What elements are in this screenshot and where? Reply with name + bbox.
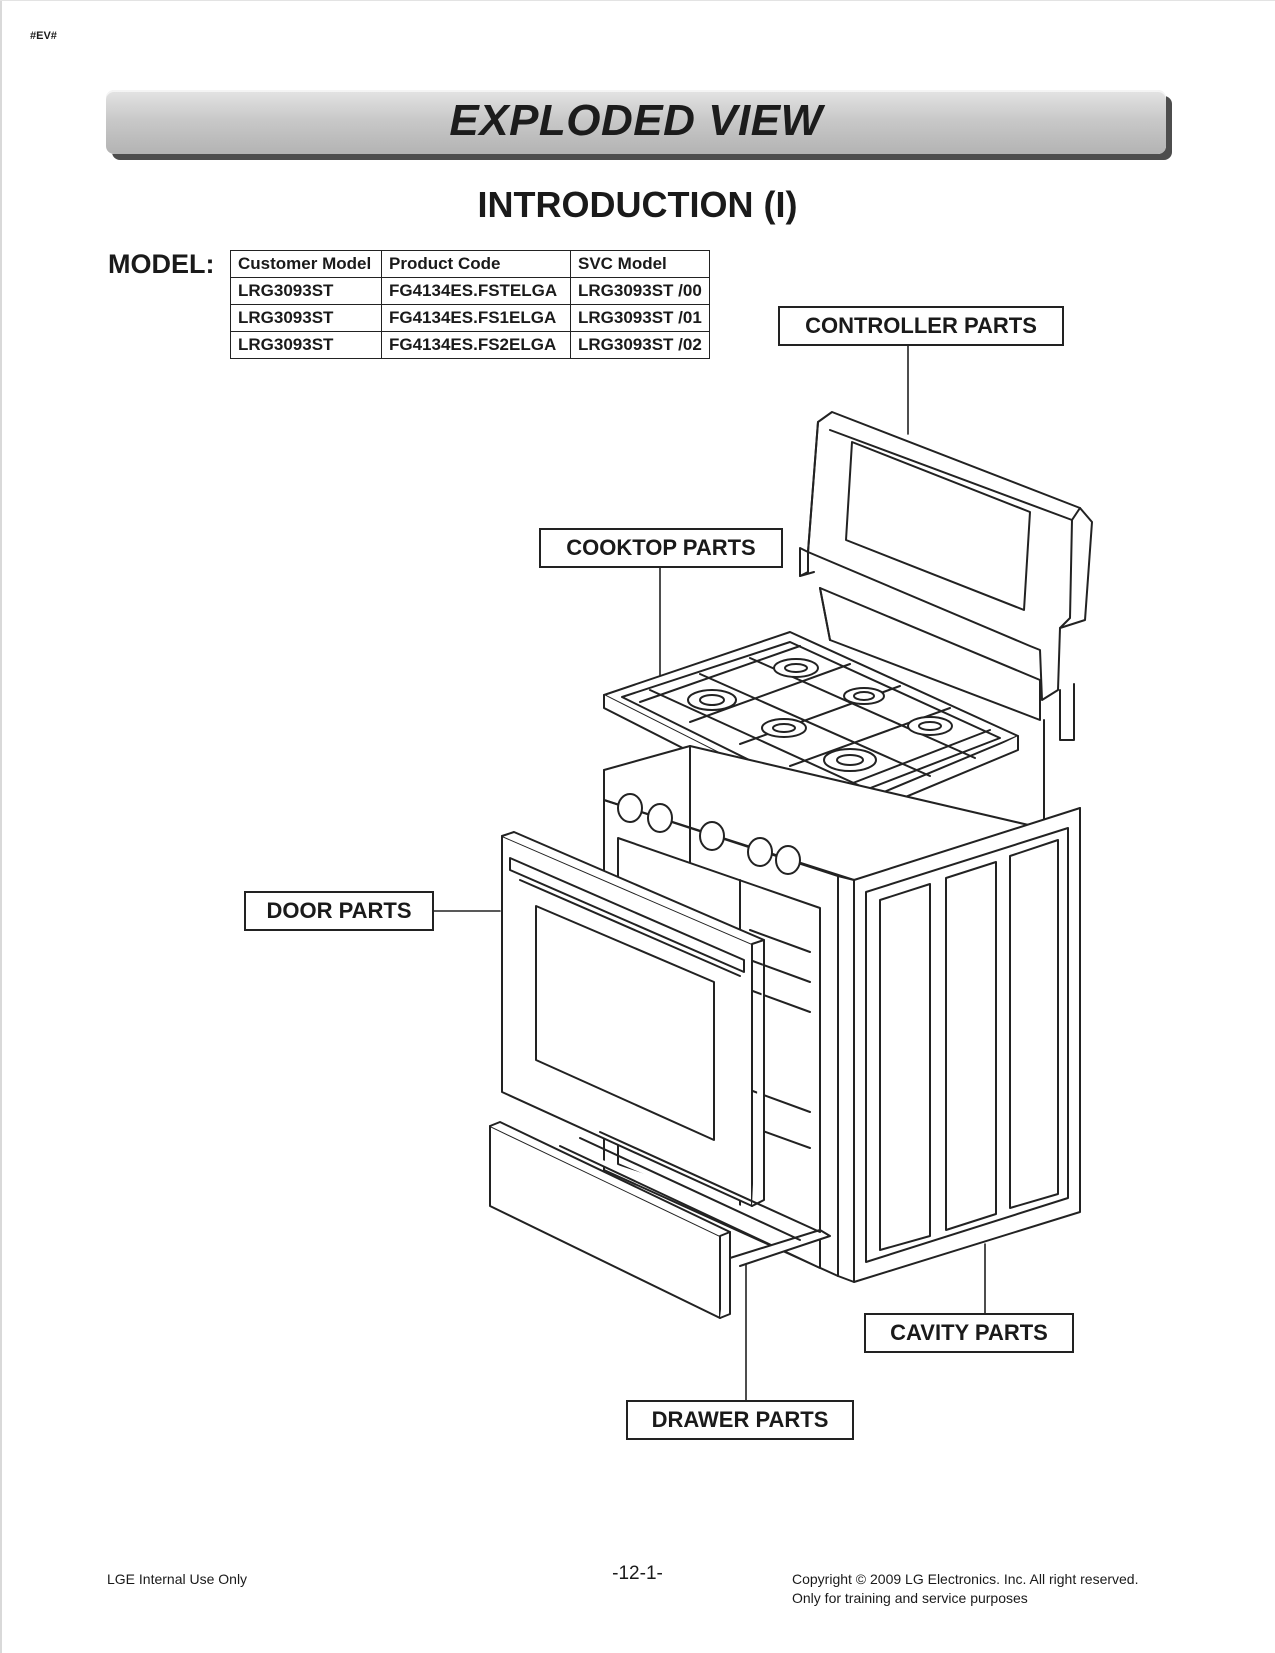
section-title: INTRODUCTION (I)	[477, 184, 798, 225]
table-row: LRG3093ST FG4134ES.FS1ELGA LRG3093ST /01	[230, 304, 710, 332]
table-cell: FG4134ES.FS2ELGA	[381, 331, 571, 359]
copyright-block: Copyright © 2009 LG Electronics. Inc. Al…	[792, 1570, 1138, 1608]
drawer-parts-callout: DRAWER PARTS	[626, 1400, 854, 1440]
column-header-customer-model: Customer Model	[230, 250, 382, 278]
table-cell: LRG3093ST	[230, 277, 382, 305]
table-cell: FG4134ES.FS1ELGA	[381, 304, 571, 332]
model-table-header-row: Customer Model Product Code SVC Model	[230, 250, 710, 278]
training-notice: Only for training and service purposes	[792, 1590, 1028, 1606]
table-row: LRG3093ST FG4134ES.FSTELGA LRG3093ST /00	[230, 277, 710, 305]
table-cell: LRG3093ST /02	[570, 331, 710, 359]
table-cell: LRG3093ST /01	[570, 304, 710, 332]
model-label: MODEL:	[108, 249, 215, 279]
oven-door	[501, 831, 765, 1207]
door-parts-callout: DOOR PARTS	[244, 891, 434, 931]
internal-use-notice: LGE Internal Use Only	[107, 1571, 248, 1587]
controller-parts-callout: CONTROLLER PARTS	[778, 306, 1064, 346]
controller-panel	[799, 411, 1093, 741]
cavity-body	[603, 719, 1081, 1283]
table-cell: LRG3093ST /00	[570, 277, 710, 305]
page-edge	[0, 0, 2, 1653]
table-row: LRG3093ST FG4134ES.FS2ELGA LRG3093ST /02	[230, 331, 710, 359]
model-table: Customer Model Product Code SVC Model LR…	[230, 250, 710, 359]
page-marker: #EV#	[30, 30, 57, 42]
column-header-product-code: Product Code	[381, 250, 571, 278]
cooktop-parts-callout: COOKTOP PARTS	[539, 528, 783, 568]
banner-title: EXPLODED VIEW	[449, 96, 823, 145]
storage-drawer	[489, 1121, 831, 1319]
copyright-text: Copyright © 2009 LG Electronics. Inc. Al…	[792, 1571, 1139, 1587]
column-header-svc-model: SVC Model	[570, 250, 710, 278]
page-number: -12-1-	[612, 1563, 663, 1584]
page-edge-top	[0, 0, 1275, 1]
section-banner: EXPLODED VIEW	[106, 90, 1166, 154]
table-cell: FG4134ES.FSTELGA	[381, 277, 571, 305]
cavity-parts-callout: CAVITY PARTS	[864, 1313, 1074, 1353]
leader-lines	[429, 345, 986, 1401]
table-cell: LRG3093ST	[230, 304, 382, 332]
table-cell: LRG3093ST	[230, 331, 382, 359]
